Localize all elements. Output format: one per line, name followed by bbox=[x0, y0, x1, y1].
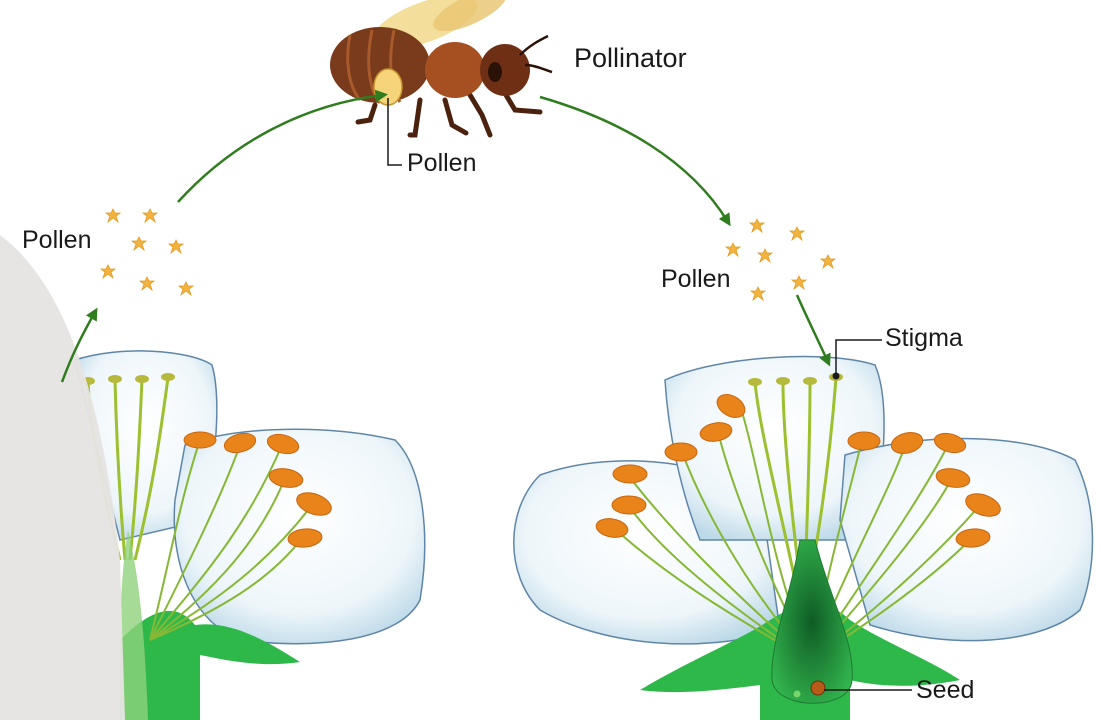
arrow-bee-to-pollen bbox=[540, 97, 728, 222]
label-pollen-left: Pollen bbox=[22, 228, 92, 253]
label-pollen-bee: Pollen bbox=[407, 151, 477, 176]
label-pollen-right: Pollen bbox=[661, 267, 731, 292]
label-stigma: Stigma bbox=[885, 326, 963, 351]
seed-shape bbox=[811, 681, 825, 695]
pollen-cluster-left bbox=[101, 209, 193, 295]
right-flower bbox=[514, 357, 1093, 720]
arrow-pollen-to-bee bbox=[178, 95, 383, 202]
left-gray-overlay bbox=[0, 235, 125, 720]
label-pollinator: Pollinator bbox=[574, 45, 687, 72]
bee-thorax bbox=[425, 42, 485, 98]
ovule-shape bbox=[794, 691, 801, 698]
label-seed: Seed bbox=[916, 678, 974, 703]
right-flower-ovary bbox=[772, 540, 852, 703]
leader-pollen-bee bbox=[388, 98, 402, 165]
pollen-cluster-right bbox=[726, 219, 835, 300]
bee-pollinator bbox=[330, 0, 552, 135]
arrow-pollen-to-stigma bbox=[797, 295, 828, 362]
left-flower bbox=[75, 351, 425, 720]
bee-eye bbox=[488, 62, 502, 82]
